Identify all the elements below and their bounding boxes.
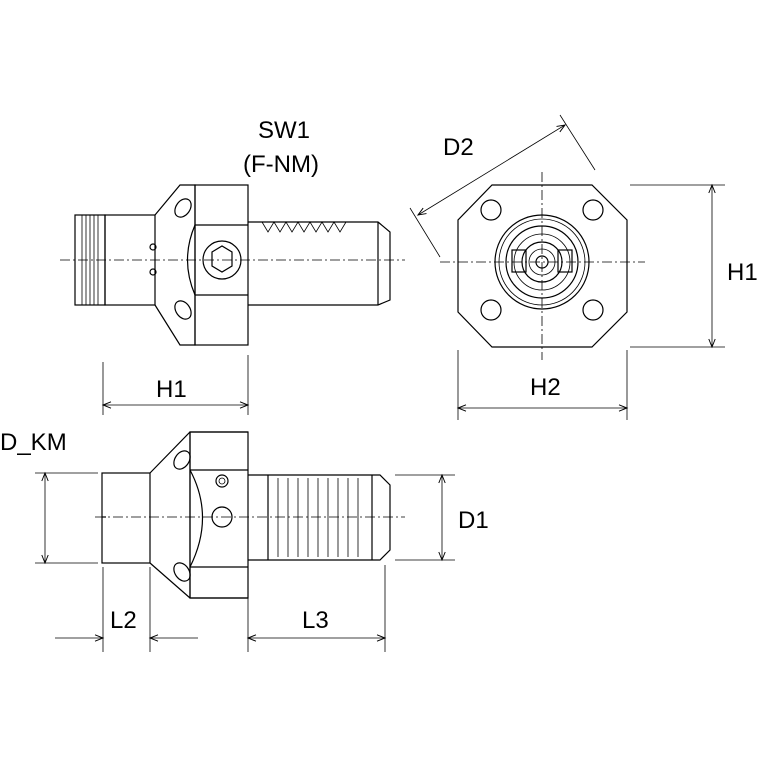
dim-l2: L2 bbox=[55, 567, 198, 652]
bottom-main-body bbox=[189, 431, 249, 599]
dim-h2: H2 bbox=[456, 350, 629, 420]
top-side-view bbox=[60, 184, 405, 346]
label-h1-top: H1 bbox=[156, 376, 187, 403]
front-view bbox=[440, 172, 645, 360]
label-d1: D1 bbox=[458, 507, 489, 534]
flange-face bbox=[457, 184, 628, 348]
label-h1-right: H1 bbox=[727, 259, 758, 286]
bottom-front-body bbox=[101, 472, 151, 564]
label-sw1: SW1 bbox=[258, 117, 310, 144]
dim-d2: D2 bbox=[409, 114, 596, 258]
front-body bbox=[104, 214, 156, 306]
label-h2: H2 bbox=[530, 374, 561, 401]
label-l2: L2 bbox=[110, 607, 137, 634]
dim-h1-right: H1 bbox=[630, 183, 758, 349]
dim-h1-top: H1 bbox=[101, 355, 250, 415]
label-f-nm: (F-NM) bbox=[243, 151, 319, 178]
label-l3: L3 bbox=[302, 607, 329, 634]
label-d2: D2 bbox=[443, 134, 474, 161]
bottom-shank bbox=[248, 474, 391, 561]
label-d-km: D_KM bbox=[0, 429, 67, 456]
bottom-view bbox=[95, 431, 405, 599]
main-body bbox=[194, 184, 249, 346]
dim-d1: D1 bbox=[395, 473, 489, 562]
dim-l3: L3 bbox=[246, 565, 387, 652]
shank bbox=[248, 221, 391, 306]
dim-d-km: D_KM bbox=[0, 429, 98, 565]
